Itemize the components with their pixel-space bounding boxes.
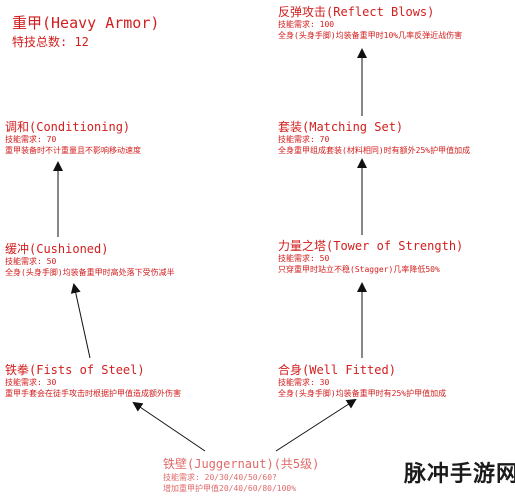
arrow-juggernaut-to-well-fitted: [275, 398, 357, 452]
perk-requirement: 技能需求: 20/30/40/50/60?: [163, 473, 277, 482]
perk-requirement: 技能需求: 70: [5, 135, 57, 144]
perk-description: 全身(头身手脚)均装备重甲时有25%护甲值加成: [278, 389, 447, 398]
perk-requirement: 技能需求: 50: [278, 254, 330, 263]
perk-matching-set: 套装(Matching Set) 技能需求: 70 全身重甲组成套装(材料相同)…: [278, 120, 470, 156]
perk-name: 铁拳(Fists of Steel): [5, 363, 145, 377]
arrow-fists-to-cushioned: [70, 283, 91, 359]
watermark-logo: 脉冲手游网: [404, 462, 515, 487]
arrow-juggernaut-to-fists: [132, 401, 206, 452]
perk-fists-of-steel: 铁拳(Fists of Steel) 技能需求: 30 重甲手套会在徒手攻击时根…: [5, 363, 181, 399]
perk-description: 全身重甲组成套装(材料相同)时有额外25%护甲值加成: [278, 146, 471, 155]
perk-description: 重甲装备时不计重量且不影响移动速度: [5, 146, 141, 155]
perk-name: 铁壁(Juggernaut)(共5级): [163, 457, 320, 471]
perk-name: 合身(Well Fitted): [278, 363, 396, 377]
perk-requirement: 技能需求: 70: [278, 135, 330, 144]
perk-description: 全身(头身手脚)均装备重甲时高处落下受伤减半: [5, 268, 175, 277]
perk-name: 反弹攻击(Reflect Blows): [278, 5, 435, 19]
perk-name: 力量之塔(Tower of Strength): [278, 239, 464, 253]
perk-juggernaut: 铁壁(Juggernaut)(共5级) 技能需求: 20/30/40/50/60…: [163, 455, 319, 494]
perk-cushioned: 缓冲(Cushioned) 技能需求: 50 全身(头身手脚)均装备重甲时高处落…: [5, 242, 175, 278]
perk-description: 增加重甲护甲值20/40/60/80/100%: [163, 484, 297, 493]
perk-name: 套装(Matching Set): [278, 120, 404, 134]
perk-description: 重甲手套会在徒手攻击时根据护甲值造成额外伤害: [5, 389, 181, 398]
perk-tower-of-strength: 力量之塔(Tower of Strength) 技能需求: 50 只穿重甲时站立…: [278, 239, 463, 275]
perk-requirement: 技能需求: 100: [278, 20, 335, 29]
perk-requirement: 技能需求: 50: [5, 257, 57, 266]
perk-description: 只穿重甲时站立不稳(Stagger)几率降低50%: [278, 265, 440, 274]
total-perks-label: 特技总数: 12: [12, 35, 89, 49]
perk-reflect-blows: 反弹攻击(Reflect Blows) 技能需求: 100 全身(头身手脚)均装…: [278, 5, 462, 41]
perk-name: 调和(Conditioning): [5, 120, 131, 134]
perk-requirement: 技能需求: 30: [278, 378, 330, 387]
perk-requirement: 技能需求: 30: [5, 378, 57, 387]
perk-conditioning: 调和(Conditioning) 技能需求: 70 重甲装备时不计重量且不影响移…: [5, 120, 141, 156]
perk-name: 缓冲(Cushioned): [5, 242, 109, 256]
perk-well-fitted: 合身(Well Fitted) 技能需求: 30 全身(头身手脚)均装备重甲时有…: [278, 363, 446, 399]
tree-title: 重甲(Heavy Armor): [12, 14, 160, 32]
perk-description: 全身(头身手脚)均装备重甲时10%几率反弹近战伤害: [278, 31, 463, 40]
